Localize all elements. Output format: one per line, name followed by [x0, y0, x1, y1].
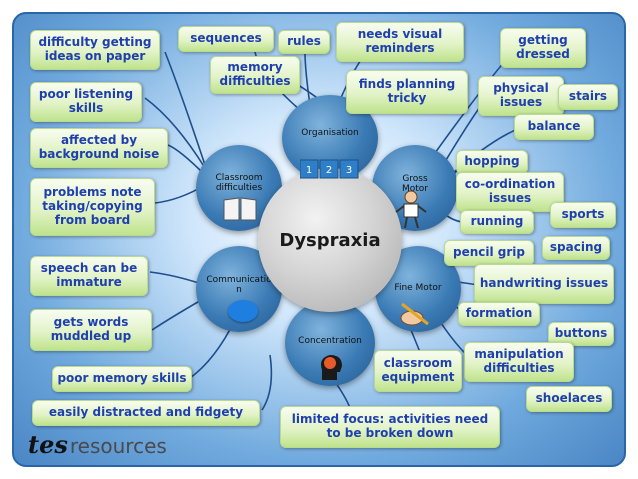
book-icon [223, 197, 257, 221]
pencil-hand-icon [400, 302, 429, 326]
classroom-label: Classroom difficulties [215, 173, 263, 194]
note-difficulty-ideas: difficulty getting ideas on paper [30, 30, 160, 70]
note-shoelaces: shoelaces [526, 386, 612, 412]
note-poor-listening: poor listening skills [30, 82, 142, 122]
tes-resources-logo: tes resources [28, 430, 167, 459]
link-rules [304, 51, 311, 106]
number-block-1: 1 [306, 165, 312, 176]
concentration-label: Concentration [298, 336, 362, 346]
logo-tes-text: tes [28, 430, 68, 459]
note-stairs: stairs [558, 84, 618, 110]
gross-motor-label: Gross Motor [401, 174, 428, 195]
note-speech-immature: speech can be immature [30, 256, 148, 296]
note-getting-dressed: getting dressed [500, 28, 586, 68]
note-rules: rules [278, 30, 330, 54]
link-distracted [261, 354, 273, 411]
note-physical-issues: physical issues [478, 76, 564, 116]
note-spacing: spacing [542, 236, 610, 260]
note-running: running [460, 210, 534, 234]
number-block-2: 2 [326, 165, 332, 176]
note-hopping: hopping [456, 150, 528, 174]
note-words-muddled: gets words muddled up [30, 309, 152, 351]
note-sequences: sequences [178, 26, 274, 52]
note-manipulation: manipulation difficulties [464, 342, 574, 382]
link-poor-listening [144, 97, 206, 169]
note-coordination: co-ordination issues [456, 172, 564, 212]
note-distracted: easily distracted and fidgety [32, 400, 260, 426]
child-figure-icon [395, 190, 427, 229]
logo-resources-text: resources [69, 434, 167, 458]
note-handwriting: handwriting issues [474, 264, 614, 304]
brain-head-icon [321, 355, 342, 380]
note-classroom-equipment: classroom equipment [374, 350, 462, 392]
link-difficulty-ideas [164, 51, 206, 166]
note-sports: sports [550, 202, 616, 228]
note-note-taking: problems note taking/copying from board [30, 178, 155, 236]
note-formation: formation [458, 302, 540, 326]
number-blocks-icon: 1 2 3 [300, 159, 359, 179]
note-planning-tricky: finds planning tricky [346, 70, 468, 114]
speech-bubble-icon [228, 300, 258, 322]
note-limited-focus: limited focus: activities need to be bro… [280, 406, 500, 448]
number-block-3: 3 [346, 165, 352, 176]
note-visual-reminders: needs visual reminders [336, 22, 464, 62]
note-memory-difficulties: memory difficulties [210, 56, 300, 94]
dyspraxia-label: Dyspraxia [279, 230, 381, 251]
fine-motor-label: Fine Motor [394, 283, 442, 293]
organisation-label: Organisation [301, 128, 359, 138]
note-balance: balance [514, 114, 594, 140]
communication-label: Communicatio n [206, 275, 272, 296]
note-pencil-grip: pencil grip [444, 240, 534, 266]
dyspraxia-node [258, 168, 402, 312]
note-poor-memory: poor memory skills [52, 366, 192, 392]
note-background-noise: affected by background noise [30, 128, 168, 168]
